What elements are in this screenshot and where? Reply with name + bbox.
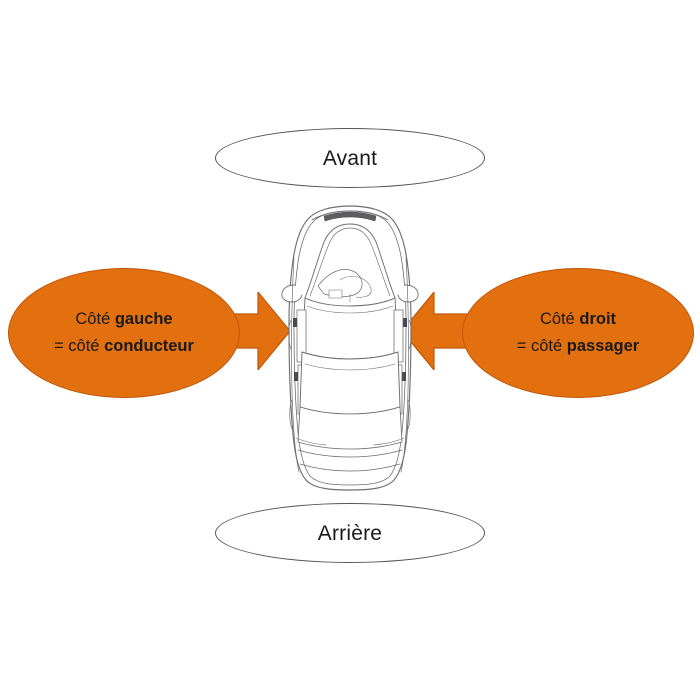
node-right-side-line2-prefix: = côté — [516, 337, 567, 355]
car-handle-rear-right — [402, 372, 406, 381]
car-taillight-left — [295, 437, 327, 446]
car-roof-panel — [301, 297, 399, 360]
node-right-side-line1-prefix: Côté — [539, 310, 580, 329]
car-front-grille — [323, 211, 377, 222]
node-right-side-line1: Côté droit — [540, 306, 616, 333]
node-right-side-line1-bold: droit — [579, 310, 617, 329]
arrow-right-shape — [402, 292, 470, 370]
car-mirror-left — [281, 284, 303, 303]
car-rear-window-seam — [304, 363, 396, 371]
node-left-side-line1-bold: gauche — [114, 310, 173, 329]
node-front-ellipse: Avant — [215, 128, 485, 188]
car-rear-window — [299, 351, 401, 415]
car-wheelarch-rear-left — [289, 399, 293, 430]
car-steering-wheel — [328, 289, 343, 299]
car-top-view-illustration — [281, 205, 419, 491]
car-rear-bumper-line — [297, 449, 403, 458]
car-wheelarch-front-left — [288, 319, 292, 350]
car-roof-seam — [306, 305, 394, 314]
node-left-side-ellipse: Côté gauche = côté conducteur — [8, 268, 240, 398]
car-taillight-right — [373, 437, 405, 446]
node-rear-ellipse: Arrière — [215, 503, 485, 563]
arrow-left-pointing-icon — [402, 292, 470, 370]
node-right-side-ellipse: Côté droit = côté passager — [462, 268, 694, 398]
car-wheelarch-front-right — [408, 319, 412, 350]
node-rear-label: Arrière — [317, 521, 383, 545]
car-wheelarch-rear-right — [407, 399, 411, 430]
car-mirror-right — [397, 284, 419, 303]
node-left-side-line2: = côté conducteur — [54, 333, 194, 360]
node-left-side-line1-prefix: Côté — [75, 310, 115, 329]
car-crease-right — [400, 257, 409, 473]
node-left-side-line2-bold: conducteur — [104, 337, 194, 355]
car-handle-rear-left — [294, 372, 298, 381]
node-right-side-line2-bold: passager — [566, 337, 640, 355]
car-crease-left — [291, 257, 300, 473]
car-dashboard-right — [339, 275, 372, 298]
car-trunk-lid — [297, 406, 403, 450]
car-windshield-highlight — [309, 227, 391, 297]
car-body-group — [281, 205, 419, 491]
node-right-side-line2: = côté passager — [517, 333, 639, 360]
car-rear-bumper-line-2 — [299, 463, 401, 472]
car-handle-front-right — [403, 318, 407, 327]
node-front-label: Avant — [322, 146, 378, 170]
car-hood-front-edge — [311, 210, 389, 221]
car-handle-front-left — [293, 318, 297, 327]
node-left-side-line1: Côté gauche — [75, 306, 172, 333]
node-left-side-line2-prefix: = côté — [54, 337, 105, 355]
